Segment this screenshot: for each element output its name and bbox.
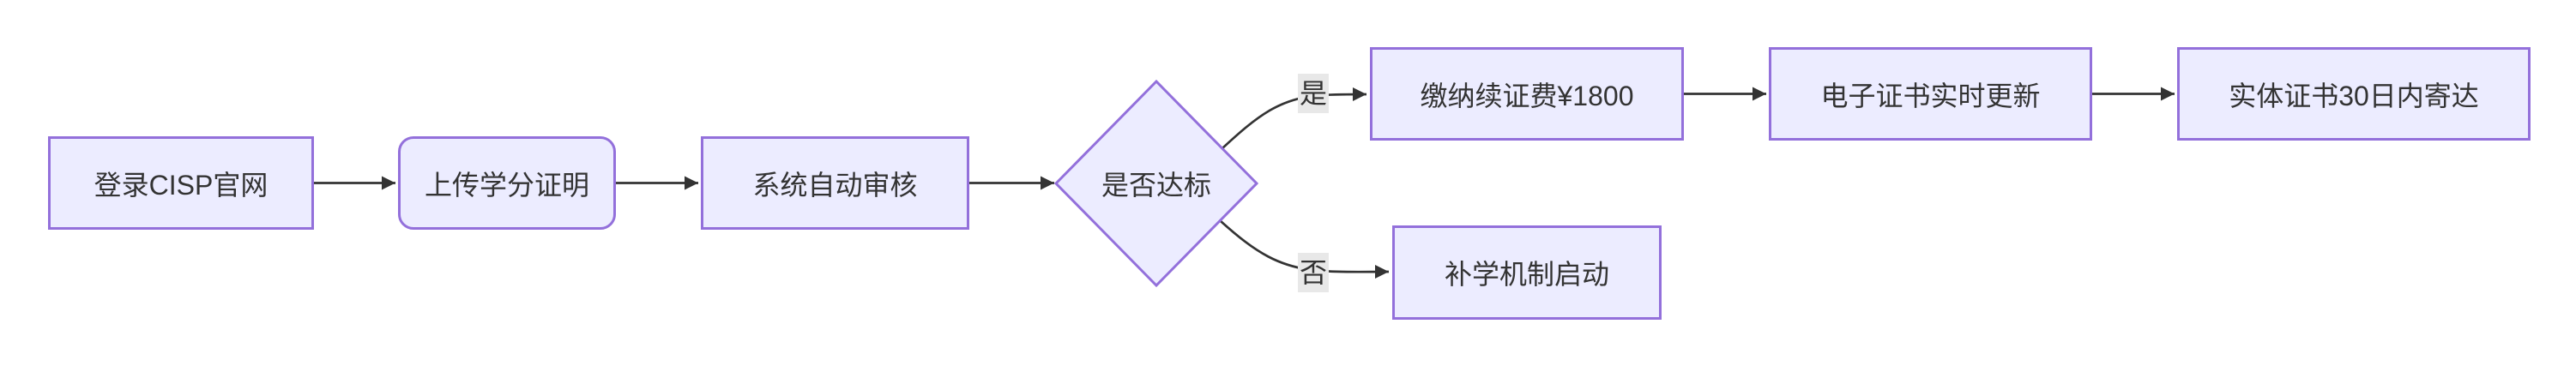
node-review-label: 系统自动审核 <box>752 169 918 201</box>
node-pay-fee-label: 缴纳续证费¥1800 <box>1420 80 1634 111</box>
node-upload: 上传学分证明 <box>398 136 616 230</box>
edge-label-no: 否 <box>1297 253 1330 292</box>
edge-label-yes: 是 <box>1297 74 1330 113</box>
node-makeup-label: 补学机制启动 <box>1444 259 1609 290</box>
node-review: 系统自动审核 <box>701 136 969 230</box>
node-makeup: 补学机制启动 <box>1392 225 1662 320</box>
node-physical-cert: 实体证书30日内寄达 <box>2177 47 2531 141</box>
node-e-cert-label: 电子证书实时更新 <box>1820 80 2041 111</box>
node-decision-label: 是否达标 <box>1101 170 1212 201</box>
decision-diamond-shape <box>1053 79 1259 288</box>
node-e-cert: 电子证书实时更新 <box>1769 47 2092 141</box>
node-login: 登录CISP官网 <box>48 136 314 230</box>
node-physical-cert-label: 实体证书30日内寄达 <box>2229 80 2479 111</box>
node-upload-label: 上传学分证明 <box>424 169 589 201</box>
node-pay-fee: 缴纳续证费¥1800 <box>1370 47 1684 141</box>
node-login-label: 登录CISP官网 <box>94 169 268 201</box>
edge-decision-pay-yes <box>1222 87 1367 149</box>
